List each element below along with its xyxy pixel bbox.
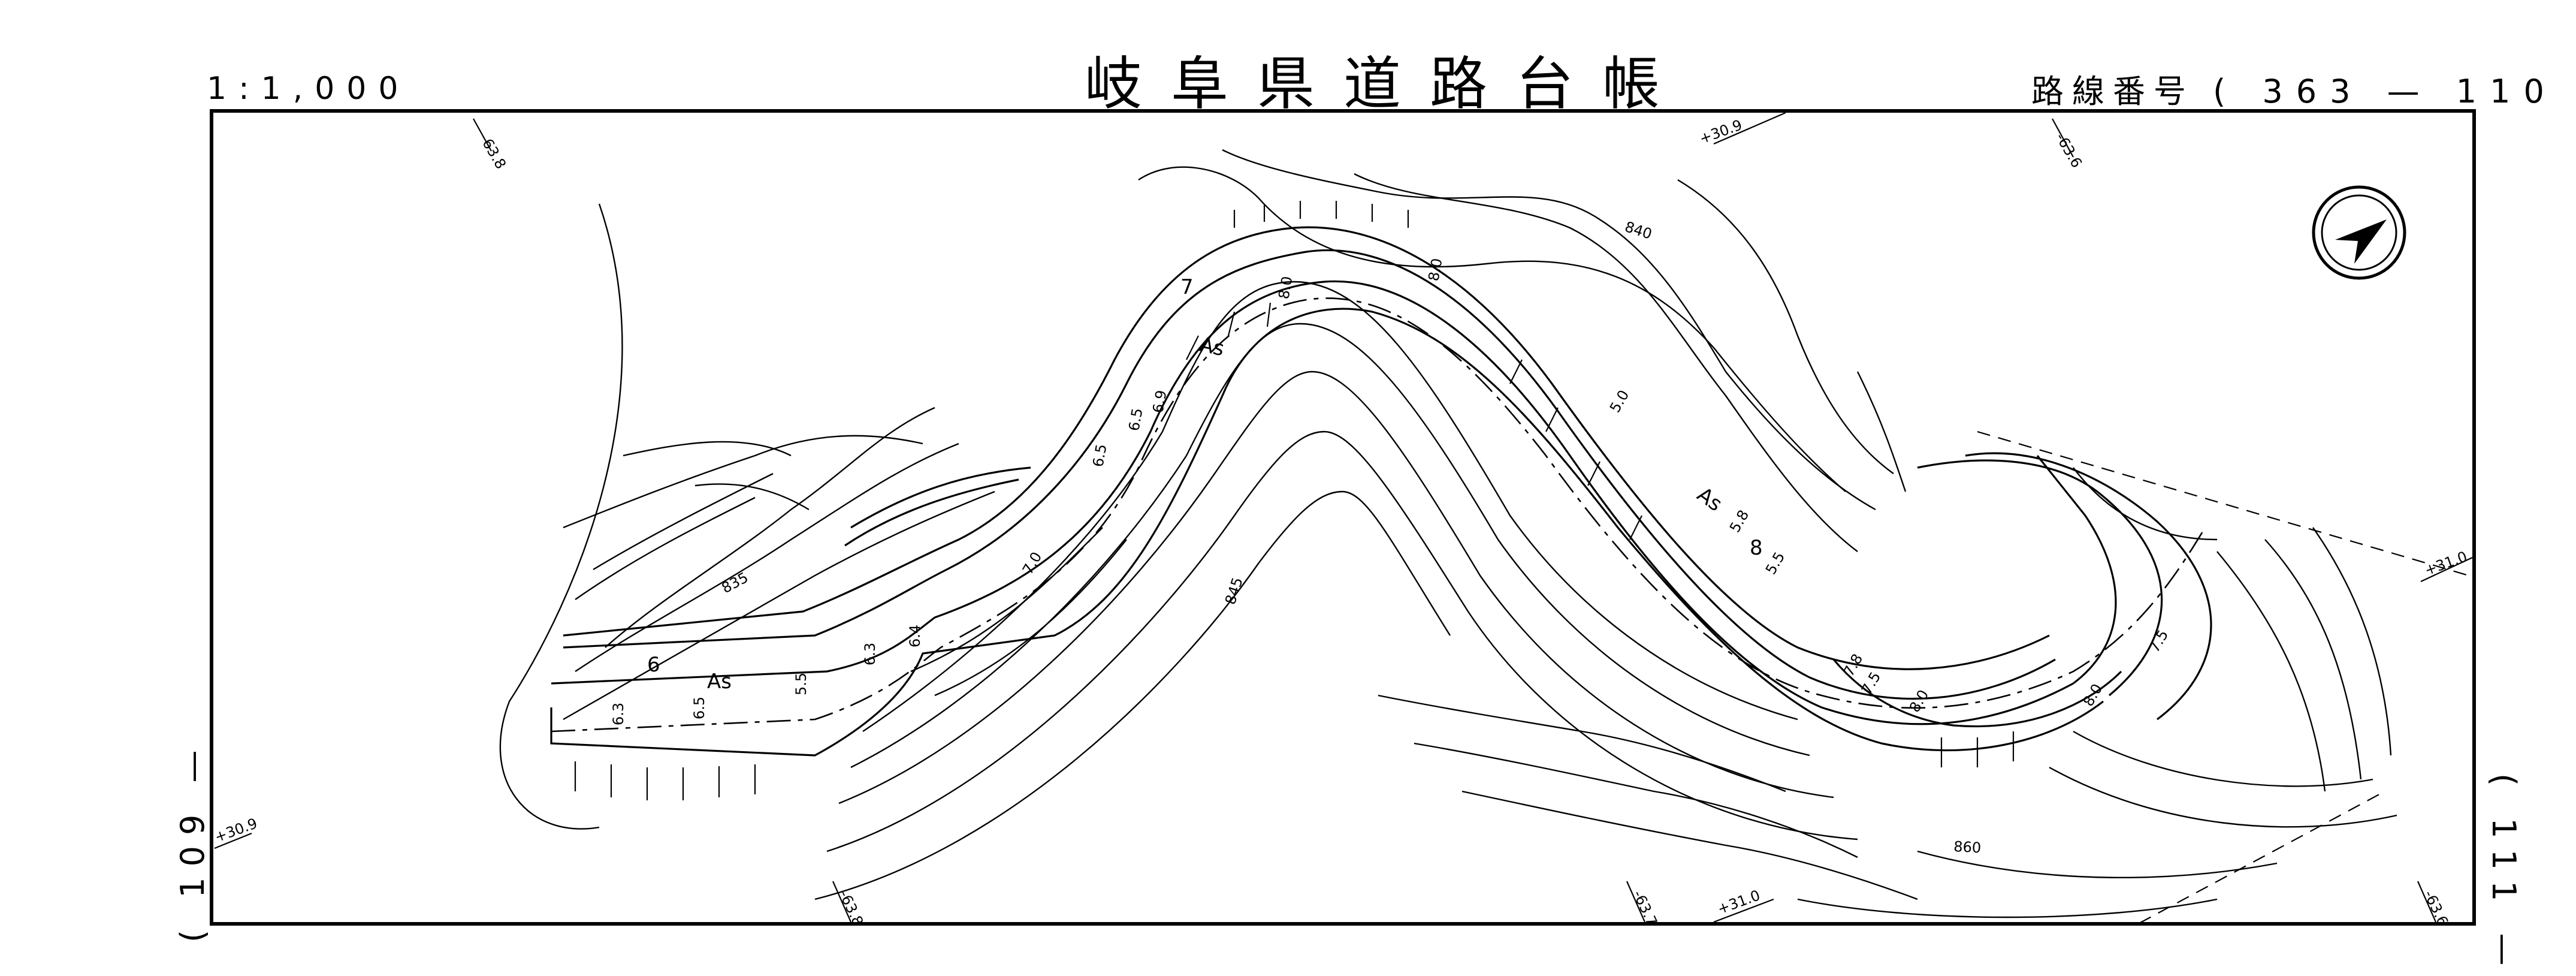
grid-mark: -63.7 [1630,888,1661,929]
section-label-7: 7 [1180,275,1194,299]
width-label: 8.0 [1275,275,1295,300]
width-label: 5.5 [793,673,810,695]
contour-label-835: 835 [719,569,751,597]
grid-mark: -63.6 [2421,888,2452,929]
contour-label-840: 840 [1623,218,1654,243]
width-label: 6.5 [1089,443,1110,468]
width-labels: 6.3 6.5 5.5 6.3 6.4 7.0 6.5 6.5 6.9 8.0 … [610,257,2172,725]
width-label: 8.0 [1906,687,1932,715]
width-label: 7.8 [1840,651,1866,679]
width-label: 6.3 [610,703,627,725]
route-number: 路線番号 ( 363 — 110 ) [2031,65,2576,112]
width-label: 6.5 [691,697,708,719]
grid-mark: -63.8 [476,131,509,172]
road-ledger-sheet: 1:1,000 岐阜県道路台帳 路線番号 ( 363 — 110 ) ( 109… [174,50,2576,976]
width-label: 5.0 [1606,387,1632,415]
width-label: 7.0 [1019,549,1045,577]
map-frame [210,109,2476,926]
page-title: 岐阜県道路台帳 [1085,50,1689,118]
surface-label: As [1197,333,1226,362]
grid-mark: -63.8 [836,888,867,929]
boundary-line [2140,791,2385,922]
road-map: 840 835 845 860 As As As 6 7 8 6.3 6.5 5… [212,113,2472,929]
width-label: 7.5 [2146,627,2172,655]
width-label: 8.0 [2080,681,2106,709]
route-prefix: 路線番号 [2031,73,2194,110]
contour-label-845: 845 [1222,576,1246,607]
grid-mark: +30.9 [1697,116,1744,147]
road-centerline [551,297,2206,733]
width-label: 5.8 [1726,507,1752,535]
north-arrow-icon [2312,185,2406,280]
contour-label-860: 860 [1953,838,1982,856]
width-label: 6.3 [862,643,878,665]
route-number-value: ( 363 — 110 ) [2213,73,2576,110]
width-label: 6.5 [1125,407,1146,432]
contour-lines [499,149,2397,918]
surface-label: As [707,670,732,694]
width-label: 5.5 [1762,549,1788,577]
road-lines [550,226,2212,757]
width-label: 8.0 [1425,257,1445,282]
grid-mark: -63.6 [2052,130,2085,171]
width-label: 6.4 [907,625,923,647]
map-scale: 1:1,000 [207,71,410,107]
width-label: 6.9 [1149,389,1170,414]
surface-label: As [1693,483,1727,516]
section-label-6: 6 [647,653,660,677]
grid-mark: +30.9 [212,815,259,845]
slope-hatching [574,201,2015,800]
section-label-8: 8 [1750,536,1763,560]
